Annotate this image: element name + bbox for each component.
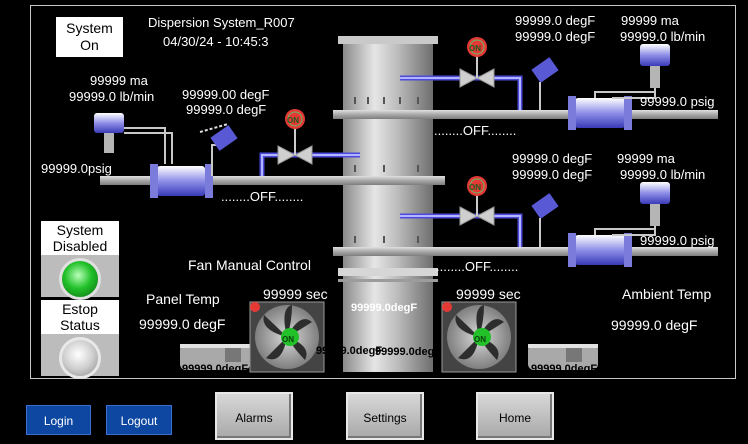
fan-right[interactable]: [441, 301, 517, 373]
top-right-temp: 99999.0 degF: [515, 13, 596, 28]
main-panel: [30, 5, 736, 379]
system-status-panel: System Disabled: [41, 221, 119, 300]
estop-status-title: Estop Status: [41, 300, 119, 334]
left-temp2: 99999.0 degF: [186, 102, 267, 117]
left-pressure: 99999.0psig: [41, 161, 112, 176]
estop-status-line1: Estop: [62, 301, 98, 317]
logout-button[interactable]: Logout: [106, 405, 172, 435]
panel-temp-value: 99999.0 degF: [139, 316, 226, 332]
system-box-line2: On: [80, 37, 99, 53]
system-on-indicator: System On: [56, 17, 123, 57]
valve-top-right-label: ON: [469, 44, 481, 53]
fan-left[interactable]: [249, 301, 325, 373]
fan-left-state: ON: [282, 335, 294, 344]
fan-left-motor-temp: 99999.0degF: [182, 363, 249, 375]
valve-left-label: ON: [287, 116, 299, 125]
settings-button[interactable]: Settings: [346, 392, 424, 440]
mid-right-feed-line: [333, 182, 718, 267]
fan-right-center-temp: 99999.0degF: [375, 346, 442, 358]
estop-status-line2: Status: [60, 317, 100, 333]
page-title: Dispersion System_R007: [148, 15, 295, 30]
panel-temp-label: Panel Temp: [146, 291, 220, 307]
column-temp-top: 99999.0degF: [351, 302, 418, 314]
top-right-status: ........OFF........: [434, 123, 517, 138]
ambient-temp-label: Ambient Temp: [622, 286, 712, 302]
top-right-pressure: 99999.0 psig: [640, 94, 715, 109]
left-flow-lbmin: 99999.0 lb/min: [69, 89, 155, 104]
valve-left[interactable]: [277, 109, 313, 165]
system-status-lamp: [59, 258, 101, 300]
system-status-line1: System: [56, 222, 104, 238]
fan-right-sec: 99999 sec: [456, 286, 521, 302]
left-feed-line: [94, 113, 445, 198]
datetime-display: 04/30/24 - 10:45:3: [163, 34, 269, 49]
mid-right-flow-ma: 99999 ma: [617, 151, 675, 166]
fan-right-motor-temp: 99999.0degF: [531, 363, 598, 375]
fan-manual-control-label[interactable]: Fan Manual Control: [188, 257, 311, 273]
dispersion-column: [338, 36, 438, 372]
system-status-line2: Disabled: [52, 238, 108, 254]
valve-mid-right-label: ON: [469, 183, 481, 192]
left-flow-ma: 99999 ma: [90, 73, 148, 88]
top-right-flow-lbmin: 99999.0 lb/min: [620, 29, 706, 44]
fan-right-state: ON: [474, 335, 486, 344]
login-button[interactable]: Login: [26, 405, 91, 435]
top-right-feed-line: [333, 44, 718, 130]
alarms-button[interactable]: Alarms: [215, 392, 293, 440]
motor-left: [180, 344, 250, 370]
top-right-flow-ma: 99999 ma: [621, 13, 679, 28]
home-button[interactable]: Home: [476, 392, 554, 440]
ambient-temp-value: 99999.0 degF: [611, 317, 698, 333]
left-temp1: 99999.00 degF: [182, 87, 270, 102]
motor-right: [528, 344, 598, 370]
fan-left-center-temp: 99999.0degF: [316, 345, 383, 357]
system-box-line1: System: [66, 20, 113, 36]
valve-mid-right[interactable]: [459, 176, 495, 226]
mid-right-pressure: 99999.0 psig: [640, 233, 715, 248]
mid-right-temp: 99999.0 degF: [512, 151, 593, 166]
top-right-temp2: 99999.0 degF: [515, 29, 596, 44]
valve-top-right[interactable]: [459, 37, 495, 88]
mid-right-status: ........OFF........: [436, 259, 519, 274]
mid-right-temp2: 99999.0 degF: [512, 167, 593, 182]
estop-status-lamp: [59, 337, 101, 379]
estop-status-panel: Estop Status: [41, 300, 119, 379]
left-status: ........OFF........: [221, 189, 304, 204]
fan-left-sec: 99999 sec: [263, 286, 328, 302]
system-status-title: System Disabled: [41, 221, 119, 255]
mid-right-flow-lbmin: 99999.0 lb/min: [620, 167, 706, 182]
